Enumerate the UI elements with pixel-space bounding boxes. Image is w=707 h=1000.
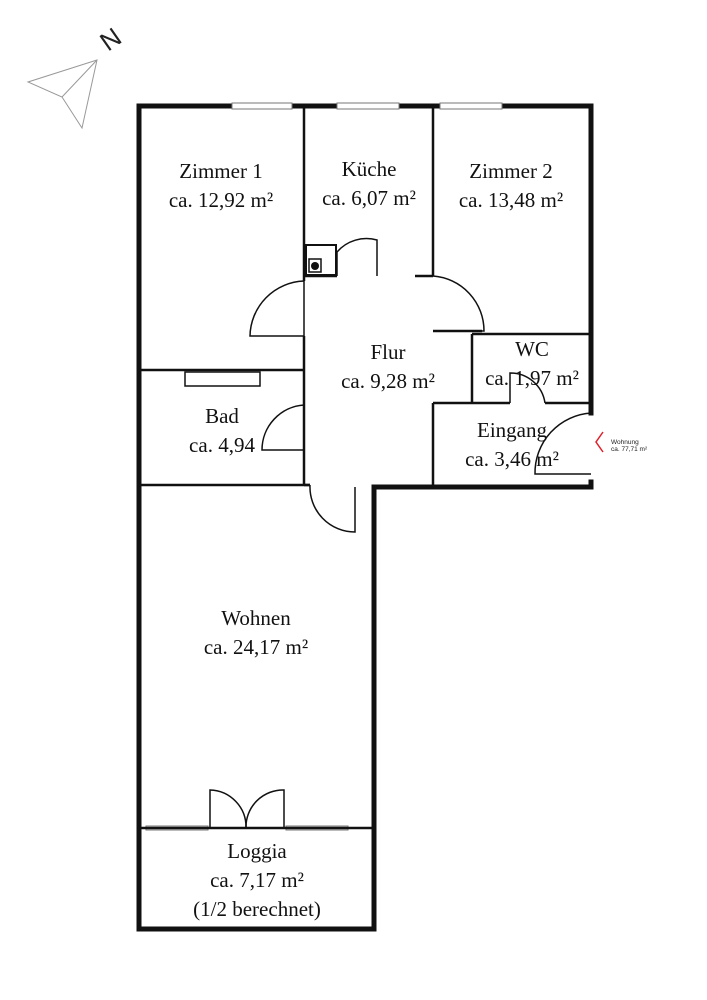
windows bbox=[145, 102, 503, 831]
compass-north-letter: N bbox=[94, 22, 127, 57]
room-area: ca. 4,94 bbox=[189, 433, 255, 457]
room-area: ca. 9,28 m² bbox=[341, 369, 435, 393]
room-eingang: Eingang ca. 3,46 m² bbox=[465, 418, 559, 471]
room-area: ca. 1,97 m² bbox=[485, 366, 579, 390]
apartment-area: ca. 77,71 m² bbox=[611, 446, 648, 453]
room-area: ca. 24,17 m² bbox=[204, 635, 308, 659]
room-name: Loggia bbox=[227, 839, 287, 863]
room-name: Zimmer 2 bbox=[469, 159, 552, 183]
room-name: Bad bbox=[205, 404, 239, 428]
chimney-shaft bbox=[305, 244, 337, 276]
interior-walls bbox=[139, 106, 591, 830]
room-area: ca. 12,92 m² bbox=[169, 188, 273, 212]
room-name: Eingang bbox=[477, 418, 547, 442]
room-bad: Bad ca. 4,94 bbox=[189, 404, 255, 457]
room-name: WC bbox=[515, 337, 549, 361]
room-wc: WC ca. 1,97 m² bbox=[485, 337, 579, 390]
room-area: ca. 13,48 m² bbox=[459, 188, 563, 212]
bathtub bbox=[184, 371, 261, 387]
room-name: Flur bbox=[370, 340, 405, 364]
room-flur: Flur ca. 9,28 m² bbox=[341, 340, 435, 393]
room-wohnen: Wohnen ca. 24,17 m² bbox=[204, 606, 308, 659]
room-zimmer-2: Zimmer 2 ca. 13,48 m² bbox=[459, 159, 563, 212]
room-name: Zimmer 1 bbox=[179, 159, 262, 183]
room-loggia: Loggia ca. 7,17 m² (1/2 berechnet) bbox=[193, 839, 321, 921]
apartment-label: Wohnung bbox=[611, 439, 639, 446]
room-name: Wohnen bbox=[221, 606, 291, 630]
room-name: Küche bbox=[342, 157, 397, 181]
apartment-entrance-marker: Wohnung ca. 77,71 m² bbox=[595, 431, 648, 453]
door-swings bbox=[209, 237, 592, 829]
room-area: ca. 6,07 m² bbox=[322, 186, 416, 210]
compass: N bbox=[26, 22, 127, 130]
compass-arrow-icon bbox=[26, 59, 98, 130]
room-area: ca. 7,17 m² bbox=[210, 868, 304, 892]
entrance-chevron-icon bbox=[595, 431, 604, 453]
room-area: ca. 3,46 m² bbox=[465, 447, 559, 471]
room-note: (1/2 berechnet) bbox=[193, 897, 321, 921]
outer-walls bbox=[136, 103, 594, 932]
room-zimmer-1: Zimmer 1 ca. 12,92 m² bbox=[169, 159, 273, 212]
room-kueche: Küche ca. 6,07 m² bbox=[322, 157, 416, 210]
